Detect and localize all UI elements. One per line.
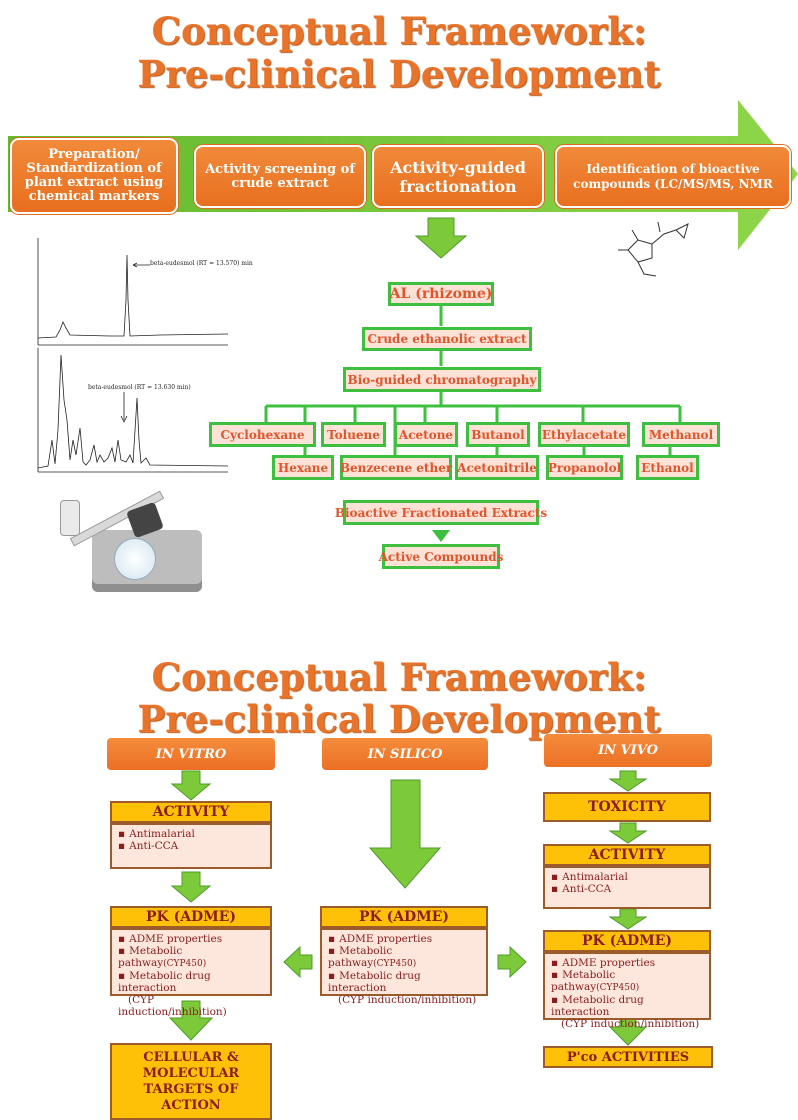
list-item: ADME properties xyxy=(328,933,482,945)
in-vivo-pk: PK (ADME) xyxy=(543,930,711,952)
down-arrowhead-active xyxy=(432,530,450,542)
chromatogram-1 xyxy=(37,238,229,346)
list-item: Metabolic pathway(CYP450) xyxy=(328,945,482,970)
down-arrow-fractionation xyxy=(414,217,468,259)
solvent-acetonitrile: Acetonitrile xyxy=(455,455,539,480)
in-vitro-targets: CELLULAR & MOLECULAR TARGETS OF ACTION xyxy=(110,1043,272,1120)
in-vitro-activity-list: Antimalarial Anti-CCA xyxy=(110,823,272,869)
solvent-hexane: Hexane xyxy=(272,455,334,480)
header-in-vivo: IN VIVO xyxy=(544,734,712,767)
in-vivo-activity-list: Antimalarial Anti-CCA xyxy=(543,866,711,909)
header-in-silico: IN SILICO xyxy=(322,738,488,770)
chart1-annotation: beta-eudesmol (RT = 13.570) min xyxy=(150,260,253,267)
in-vitro-pk-list: ADME properties Metabolic pathway(CYP450… xyxy=(110,928,272,1018)
list-item: ADME properties xyxy=(118,933,266,945)
list-item: Anti-CCA xyxy=(118,840,266,852)
box-active-compounds: Active Compounds xyxy=(379,544,503,569)
step-activity-screening: Activity screening of crude extract xyxy=(194,145,366,208)
list-item: Metabolic drug interaction(CYP induction… xyxy=(551,994,705,1030)
list-item: Metabolic pathway(CYP450) xyxy=(118,945,266,970)
solvent-ethylacetate: Ethylacetate xyxy=(538,422,630,447)
header-in-vitro: IN VITRO xyxy=(107,738,275,770)
step-identification: Identification of bioactive compounds (L… xyxy=(555,145,791,208)
chart2-annotation: beta-eudesmol (RT = 13.630 min) xyxy=(88,384,191,391)
step-preparation: Preparation/ Standardization of plant ex… xyxy=(10,138,178,214)
step-activity-guided-fractionation: Activity-guided fractionation xyxy=(372,145,544,208)
solvent-propanolol: Propanolol xyxy=(546,455,623,480)
chromatogram-2 xyxy=(37,348,229,473)
chemical-structure xyxy=(618,221,689,277)
solvent-benzecene-ether: Benzecene ether xyxy=(340,455,452,480)
solvent-methanol: Methanol xyxy=(642,422,720,447)
box-al-rhizome: AL (rhizome) xyxy=(388,282,494,306)
in-vitro-activity: ACTIVITY xyxy=(110,801,272,823)
solvent-cyclohexane: Cyclohexane xyxy=(209,422,316,447)
list-item: Metabolic pathway(CYP450) xyxy=(551,969,705,994)
list-item: Antimalarial xyxy=(551,871,705,883)
list-item: Metabolic drug interaction(CYP induction… xyxy=(328,970,482,1006)
in-vivo-activity: ACTIVITY xyxy=(543,844,711,866)
bottom-title-line1: Conceptual Framework: xyxy=(151,655,647,699)
solvent-butanol: Butanol xyxy=(466,422,530,447)
rotary-evaporator-image xyxy=(52,490,212,602)
box-bioactive-fractionated: Bioactive Fractionated Extracts xyxy=(335,500,547,525)
top-title-line2: Pre-clinical Development xyxy=(137,52,661,96)
bottom-title-line2: Pre-clinical Development xyxy=(137,697,661,741)
in-vivo-pco-activities: P'co ACTIVITIES xyxy=(543,1046,713,1068)
solvent-toluene: Toluene xyxy=(321,422,386,447)
box-crude-extract: Crude ethanolic extract xyxy=(362,327,532,351)
in-vitro-pk: PK (ADME) xyxy=(110,906,272,928)
list-item: Antimalarial xyxy=(118,828,266,840)
in-silico-pk-list: ADME properties Metabolic pathway(CYP450… xyxy=(320,928,488,1006)
box-bio-guided: Bio-guided chromatography xyxy=(343,367,541,392)
top-title-line1: Conceptual Framework: xyxy=(151,9,647,53)
solvent-acetone: Acetone xyxy=(394,422,458,447)
list-item: ADME properties xyxy=(551,957,705,969)
in-silico-pk: PK (ADME) xyxy=(320,906,488,928)
list-item: Metabolic drug interaction(CYP induction… xyxy=(118,970,266,1018)
in-vivo-toxicity: TOXICITY xyxy=(543,792,711,822)
solvent-ethanol: Ethanol xyxy=(636,455,699,480)
in-vivo-pk-list: ADME properties Metabolic pathway(CYP450… xyxy=(543,952,711,1030)
list-item: Anti-CCA xyxy=(551,883,705,895)
